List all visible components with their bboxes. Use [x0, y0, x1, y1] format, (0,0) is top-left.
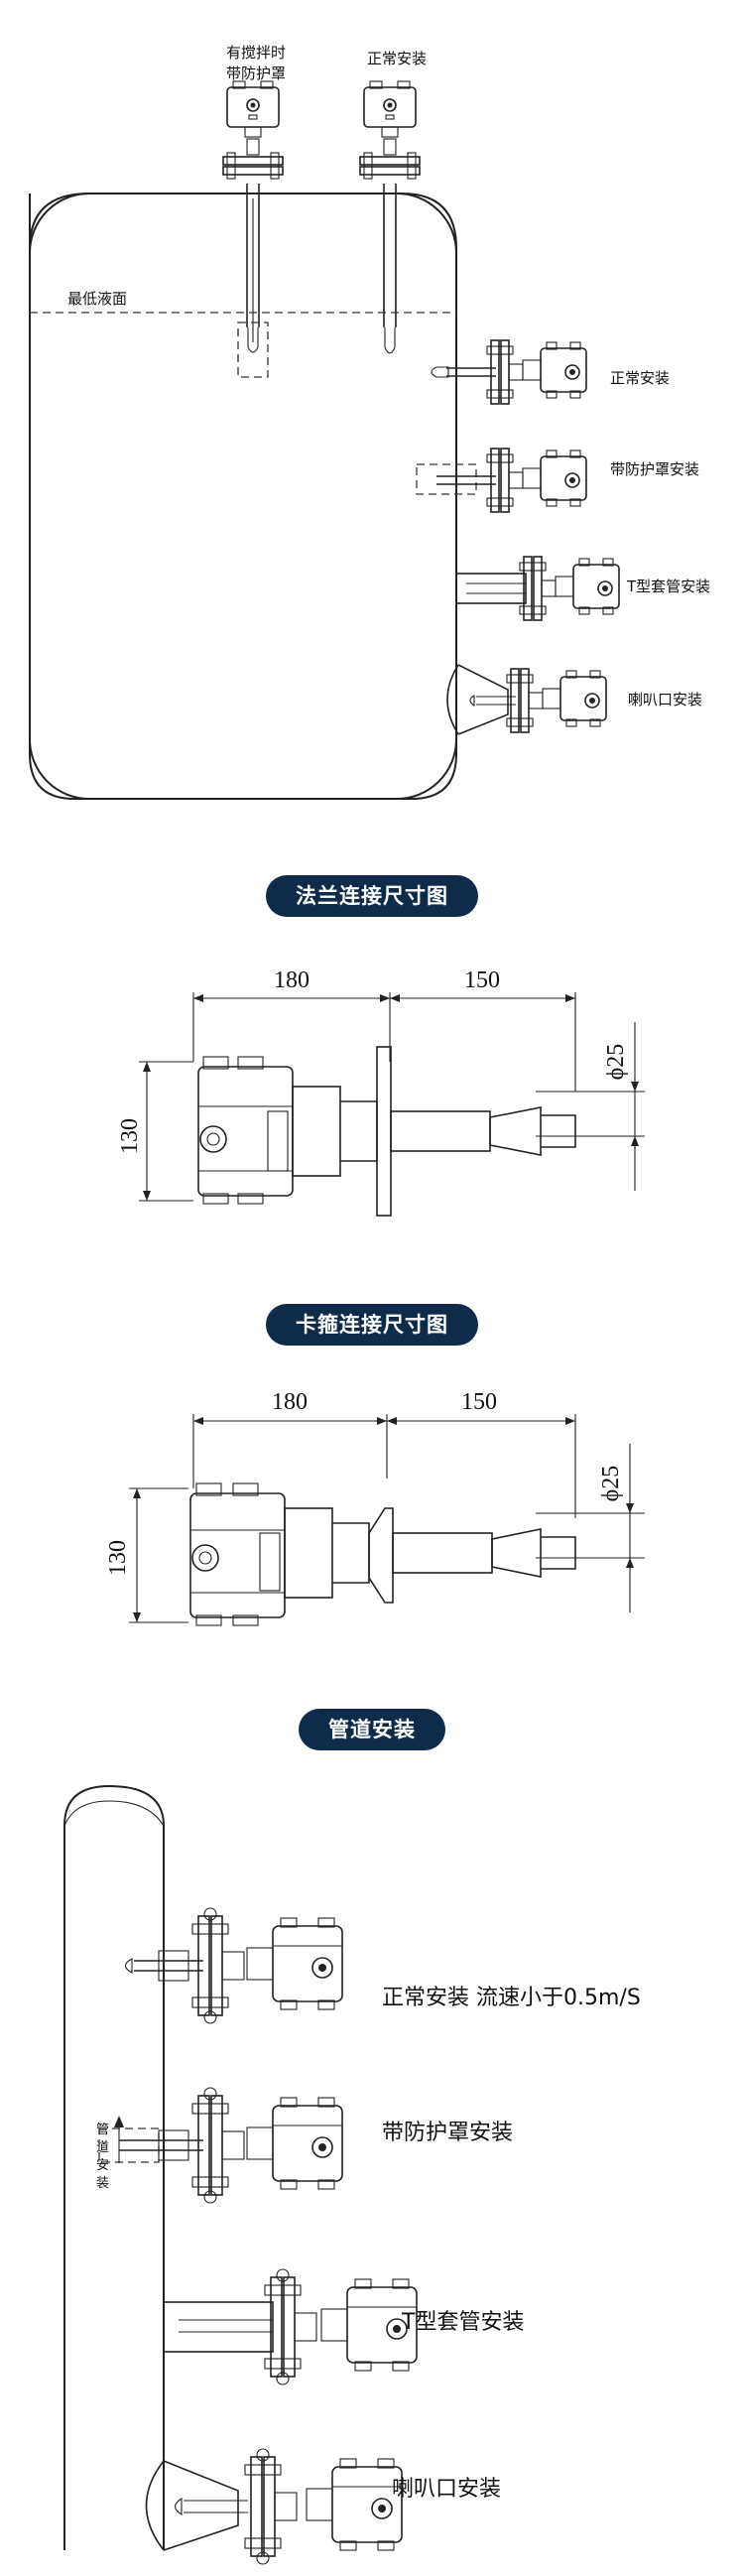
dim-diameter: ϕ25	[598, 1466, 624, 1502]
side-probe-trumpet	[446, 664, 607, 735]
pipe-label-1: 正常安装 流速小于0.5m/S	[382, 1986, 641, 2010]
pipe-probe-trumpet	[145, 2448, 403, 2565]
dim-width-1: 180	[274, 967, 310, 993]
flange-dimension-diagram: 180 150 130 ϕ25	[0, 933, 744, 1270]
flow-label-1: 管	[96, 2123, 109, 2137]
top-left-label-line2: 带防护罩	[226, 64, 286, 82]
top-left-label-line1: 有搅拌时	[226, 44, 286, 62]
dim-width-1: 180	[272, 1389, 308, 1415]
flow-label-3: 安	[96, 2158, 109, 2173]
dim-diameter: ϕ25	[603, 1044, 629, 1081]
flange-section-title: 法兰连接尺寸图	[266, 875, 478, 917]
dim-width-2: 150	[464, 967, 500, 993]
clamp-dimension-diagram: 180 150 130 ϕ25	[0, 1359, 744, 1687]
pipe-section-title: 管道安装	[299, 1709, 445, 1750]
pipe-installation-diagram: 管 道 安 装 正常安装	[0, 1766, 744, 2576]
pipe-label-3: T型套管安装	[401, 2310, 524, 2335]
clamp-section-title: 卡箍连接尺寸图	[266, 1304, 478, 1346]
flow-direction	[114, 2116, 124, 2163]
side-label-3: T型套管安装	[626, 578, 710, 595]
flange-transmitter-drawing	[197, 1046, 576, 1217]
pipe-label-4: 喇叭口安装	[392, 2477, 501, 2502]
min-level-label: 最低液面	[67, 290, 127, 308]
tank-diagram: 最低液面 有搅拌时 带防护罩 正常安装 正常安装 带防护罩安	[0, 0, 744, 824]
side-label-2: 带防护罩安装	[610, 460, 699, 478]
tank-body	[29, 193, 457, 800]
dim-height: 130	[117, 1118, 143, 1154]
pipe-probe-with-cover	[98, 2087, 343, 2204]
clamp-transmitter-drawing	[189, 1482, 576, 1626]
top-right-label: 正常安装	[367, 50, 427, 67]
side-probe-normal	[431, 339, 587, 405]
flow-label-4: 装	[96, 2176, 109, 2191]
side-probe-with-cover	[416, 448, 587, 513]
top-probe-normal	[359, 80, 421, 354]
pipe-label-2: 带防护罩安装	[382, 2121, 513, 2145]
top-probe-with-cover	[222, 80, 284, 378]
dim-height: 130	[105, 1540, 131, 1576]
flow-label-2: 道	[96, 2140, 109, 2155]
pipe-probe-normal	[124, 1907, 343, 2024]
side-probe-t-tube	[455, 556, 620, 621]
pipe-probe-t-tube	[163, 2268, 418, 2385]
side-label-1: 正常安装	[610, 369, 670, 387]
dim-width-2: 150	[461, 1389, 497, 1415]
side-label-4: 喇叭口安装	[628, 691, 702, 708]
